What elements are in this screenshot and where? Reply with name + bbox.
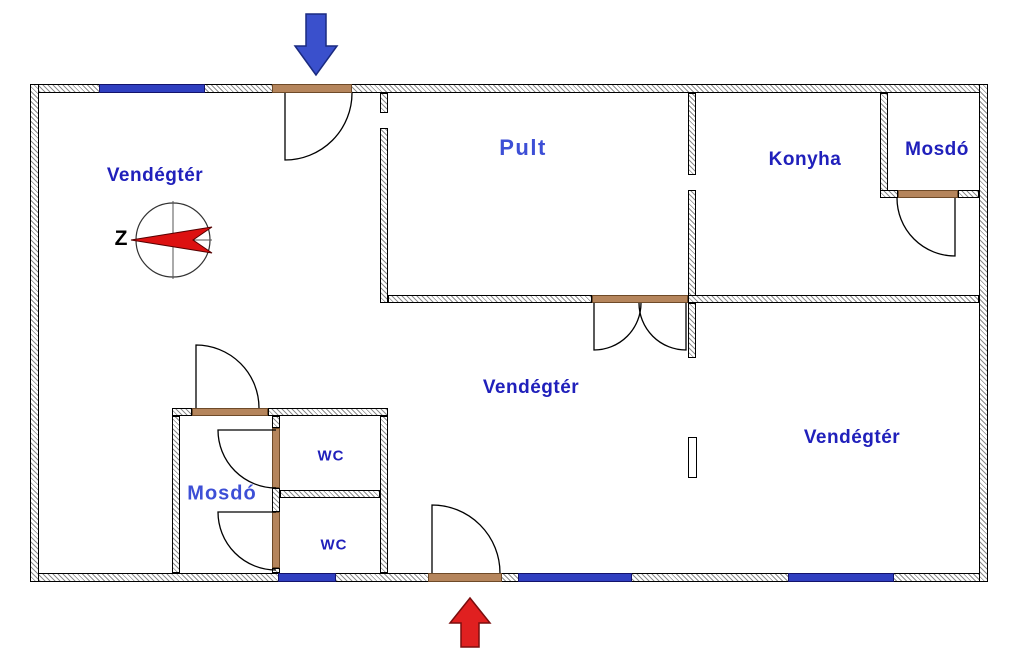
wall-pult-bottom [388,295,592,303]
compass-icon [130,201,213,279]
door-sill-wc-lower [272,512,280,568]
wall-restroomBL-right [380,416,388,573]
wall-pult-left-lower [380,128,388,303]
door-sill-restroomTR [898,190,958,198]
wall-pult-kitchen-lower [688,190,696,303]
window-bottom-1 [278,573,336,582]
entrance-arrow-down-icon [293,13,339,77]
compass-needle-icon [130,226,213,254]
wall-wc-divider-v-upper [272,416,280,428]
room-label-wc-upper: WC [317,447,345,465]
wall-kitchen-bottom [688,295,979,303]
room-label-restroom-top-right: Mosdó [905,139,969,160]
door-arc-pult-left-leaf-icon [593,302,642,351]
wall-restroomBL-top-left [172,408,192,416]
room-label-guest-area-left: Vendégtér [106,165,204,186]
door-arc-pult-right-leaf-icon [638,302,687,351]
window-bottom-2 [518,573,632,582]
room-label-guest-area-right: Vendégtér [803,427,901,448]
door-arc-wc-lower-icon [217,511,277,571]
room-label-kitchen: Konyha [768,149,842,170]
wall-wc-divider-v-middle [272,488,280,512]
wall-restroomTR-left [880,93,888,198]
room-label-wc-lower: WC [320,536,348,554]
wall-stub-below-kitchen [688,303,696,358]
door-sill-bottom-entrance [428,573,502,582]
door-arc-top-entrance-icon [284,92,353,161]
window-bottom-3 [788,573,894,582]
window-top [99,84,205,93]
door-arc-restroomTR-icon [896,197,956,257]
door-arc-wc-upper-icon [217,429,277,489]
door-sill-wc-upper [272,428,280,488]
door-sill-pult-double [592,295,688,303]
wall-pult-kitchen-upper [688,93,696,175]
room-label-counter: Pult [499,135,547,160]
wall-restroomTR-bottom-left [880,190,898,198]
wall-outer-right [979,84,988,582]
wall-stub-guest-area [688,437,697,478]
room-label-restroom-bottom-left: Mosdó [187,482,257,505]
wall-outer-left [30,84,39,582]
wall-restroomTR-bottom-right [958,190,979,198]
door-sill-top-entrance [272,84,352,93]
wall-restroomBL-left [172,416,180,573]
compass-letter-label: Z [114,227,128,250]
entrance-arrow-up-icon [448,596,492,648]
door-sill-restroomBL [192,408,268,416]
door-arc-restroomBL-icon [195,344,260,409]
door-arc-bottom-entrance-icon [431,504,501,574]
wall-pult-left-upper [380,93,388,113]
room-label-guest-area-center: Vendégtér [482,377,580,398]
wall-wc-divider-h [280,490,380,498]
wall-restroomBL-top-right [268,408,388,416]
